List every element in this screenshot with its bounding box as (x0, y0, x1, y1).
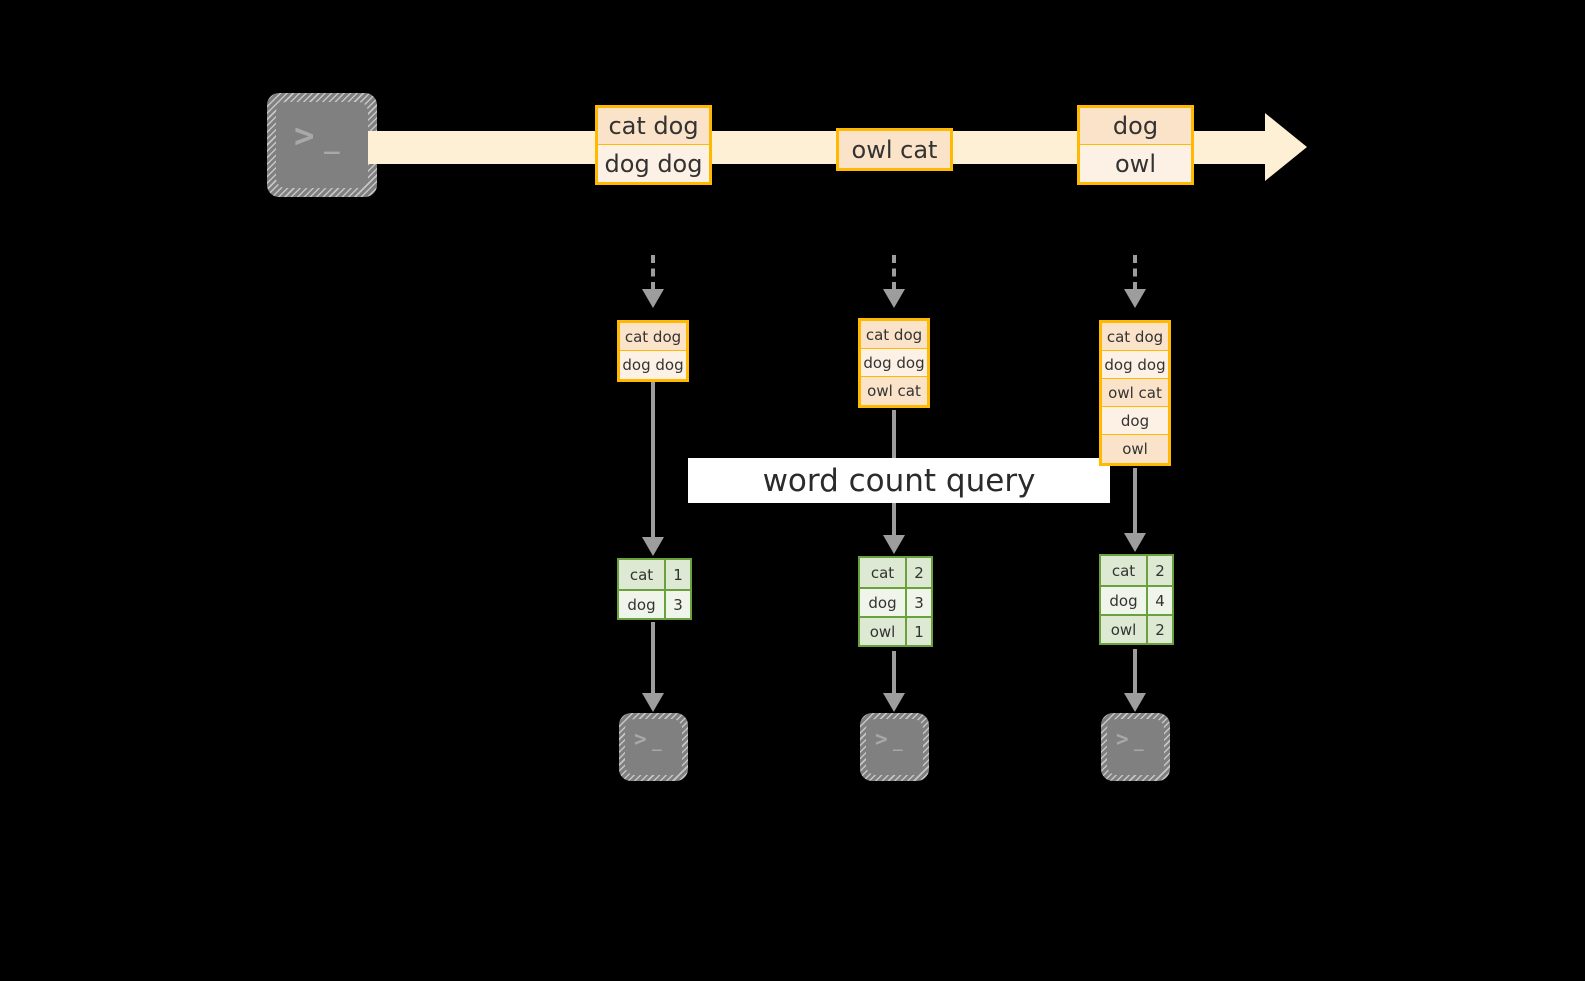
snapshot-2-to-counts-arrowhead (883, 535, 905, 554)
snapshot-1-count-table[interactable]: cat 1 dog 3 (617, 558, 692, 620)
record-line: owl (1080, 145, 1191, 182)
terminal-cursor-glyph: _ (652, 732, 662, 751)
stream-arrow-head (1265, 113, 1307, 181)
log-entry: dog (1102, 407, 1168, 435)
snapshot-2-to-consumer-line (892, 651, 896, 694)
consumer-2-terminal-icon: > _ (860, 713, 929, 781)
snapshot-1-to-counts-line (651, 382, 655, 538)
count-word: cat (619, 560, 664, 589)
snapshot-3-inflow-arrowhead (1124, 289, 1146, 308)
stream-record-1[interactable]: cat dog dog dog (595, 105, 712, 185)
terminal-cursor-glyph: _ (1134, 732, 1144, 751)
count-row: dog 3 (860, 587, 931, 616)
snapshot-1-to-consumer-arrowhead (642, 693, 664, 712)
log-entry: dog dog (861, 349, 927, 377)
terminal-prompt-glyph: > (294, 116, 315, 156)
record-line: cat dog (598, 108, 709, 145)
count-value: 4 (1146, 587, 1172, 614)
snapshot-1-inflow-arrowhead (642, 289, 664, 308)
query-label-band: word count query (688, 458, 1110, 503)
terminal-screen (1107, 719, 1164, 775)
terminal-prompt-glyph: > (634, 727, 647, 751)
log-entry: cat dog (620, 323, 686, 351)
snapshot-2-inflow-arrowhead (883, 289, 905, 308)
snapshot-3-to-counts-line (1133, 468, 1137, 534)
terminal-cursor-glyph: _ (893, 732, 903, 751)
terminal-screen (276, 102, 368, 188)
count-value: 2 (905, 558, 931, 587)
snapshot-2-record-log[interactable]: cat dog dog dog owl cat (858, 318, 930, 408)
count-word: cat (1101, 556, 1146, 585)
count-word: owl (860, 618, 905, 645)
consumer-1-terminal-icon: > _ (619, 713, 688, 781)
count-row: cat 2 (860, 558, 931, 587)
count-row: cat 1 (619, 560, 690, 589)
snapshot-3-to-consumer-line (1133, 649, 1137, 694)
terminal-prompt-glyph: > (1116, 727, 1129, 751)
producer-terminal-icon: > _ (267, 93, 377, 197)
count-value: 1 (905, 618, 931, 645)
log-entry: cat dog (861, 321, 927, 349)
stream-record-2[interactable]: owl cat (836, 128, 953, 171)
snapshot-1-to-consumer-line (651, 622, 655, 694)
terminal-cursor-glyph: _ (324, 125, 340, 155)
query-label-text: word count query (762, 462, 1036, 499)
count-word: cat (860, 558, 905, 587)
count-row: dog 4 (1101, 585, 1172, 614)
log-entry: dog dog (620, 351, 686, 379)
count-value: 2 (1146, 616, 1172, 643)
count-row: owl 2 (1101, 614, 1172, 643)
terminal-screen (866, 719, 923, 775)
terminal-screen (625, 719, 682, 775)
snapshot-2-count-table[interactable]: cat 2 dog 3 owl 1 (858, 556, 933, 647)
snapshot-1-to-counts-arrowhead (642, 537, 664, 556)
count-row: cat 2 (1101, 556, 1172, 585)
snapshot-1-record-log[interactable]: cat dog dog dog (617, 320, 689, 382)
snapshot-1-inflow-line (651, 255, 655, 290)
count-word: dog (1101, 587, 1146, 614)
count-row: dog 3 (619, 589, 690, 618)
snapshot-2-inflow-line (892, 255, 896, 290)
terminal-prompt-glyph: > (875, 727, 888, 751)
snapshot-2-to-consumer-arrowhead (883, 693, 905, 712)
count-value: 3 (664, 591, 690, 618)
record-line: owl cat (839, 131, 950, 168)
consumer-3-terminal-icon: > _ (1101, 713, 1170, 781)
log-entry: owl cat (861, 377, 927, 405)
count-word: dog (860, 589, 905, 616)
count-value: 3 (905, 589, 931, 616)
snapshot-3-to-counts-arrowhead (1124, 533, 1146, 552)
stream-record-3[interactable]: dog owl (1077, 105, 1194, 185)
snapshot-3-record-log[interactable]: cat dog dog dog owl cat dog owl (1099, 320, 1171, 466)
snapshot-3-count-table[interactable]: cat 2 dog 4 owl 2 (1099, 554, 1174, 645)
log-entry: dog dog (1102, 351, 1168, 379)
count-value: 2 (1146, 556, 1172, 585)
record-line: dog (1080, 108, 1191, 145)
count-row: owl 1 (860, 616, 931, 645)
log-entry: cat dog (1102, 323, 1168, 351)
record-line: dog dog (598, 145, 709, 182)
log-entry: owl cat (1102, 379, 1168, 407)
log-entry: owl (1102, 435, 1168, 463)
snapshot-3-inflow-line (1133, 255, 1137, 290)
count-value: 1 (664, 560, 690, 589)
count-word: dog (619, 591, 664, 618)
snapshot-3-to-consumer-arrowhead (1124, 693, 1146, 712)
count-word: owl (1101, 616, 1146, 643)
